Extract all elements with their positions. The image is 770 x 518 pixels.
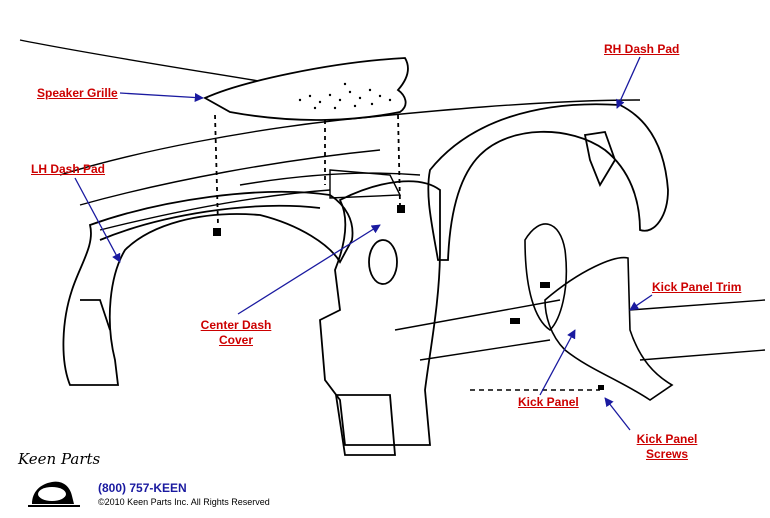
car-logo-icon — [28, 481, 80, 507]
label-lh-dash-pad[interactable]: LH Dash Pad — [31, 162, 106, 176]
arrow-center-dash-cover — [237, 224, 381, 315]
label-center-dash-cover[interactable]: Center Dash Cover — [197, 318, 275, 348]
lh-dash-pad-part — [62, 191, 354, 386]
arrow-kick-panel-trim — [629, 294, 653, 311]
center-dash-cover-part — [319, 180, 441, 456]
kick-panel-part — [524, 223, 674, 401]
arrow-kick-panel — [539, 329, 576, 396]
label-rh-dash-pad[interactable]: RH Dash Pad — [604, 42, 680, 56]
label-kick-panel-trim[interactable]: Kick Panel Trim — [652, 280, 742, 294]
label-kick-panel[interactable]: Kick Panel — [518, 395, 579, 409]
label-speaker-grille[interactable]: Speaker Grille — [37, 86, 118, 100]
rh-dash-pad-part — [427, 103, 669, 261]
label-center-dash-cover-line1: Center Dash — [200, 318, 272, 332]
label-center-dash-cover-line2: Cover — [218, 333, 253, 347]
copyright-notice: ©2010 Keen Parts Inc. All Rights Reserve… — [98, 497, 270, 507]
arrow-speaker-grille — [119, 92, 204, 103]
arrow-kick-panel-screws — [604, 397, 631, 431]
brand-wordmark: Keen Parts — [18, 450, 101, 468]
label-kick-panel-screws-line1: Kick Panel — [636, 432, 698, 446]
speaker-grille-part — [203, 57, 409, 226]
callout-arrows — [74, 56, 653, 431]
label-kick-panel-screws[interactable]: Kick Panel Screws — [628, 432, 706, 462]
arrow-rh-dash-pad — [616, 56, 641, 109]
fasteners — [213, 205, 604, 390]
arrow-lh-dash-pad — [74, 177, 121, 263]
phone-number[interactable]: (800) 757-KEEN — [98, 481, 187, 495]
label-kick-panel-screws-line2: Screws — [645, 447, 689, 461]
